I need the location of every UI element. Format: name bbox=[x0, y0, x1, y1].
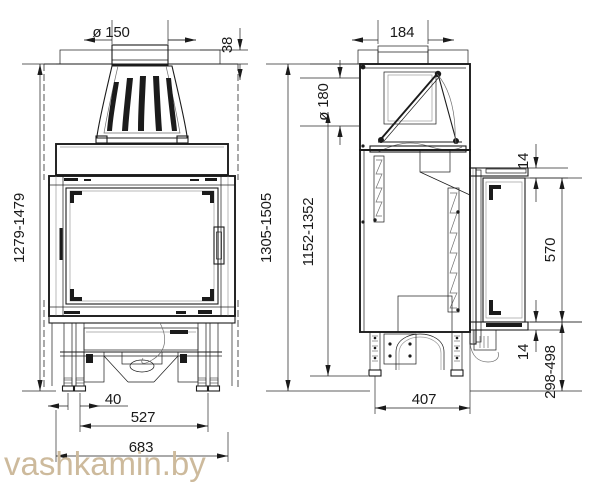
dim-front-height-label: 1279-1479 bbox=[11, 193, 28, 263]
right-baffle-panel bbox=[447, 187, 460, 313]
outer-envelope-dashed bbox=[43, 64, 239, 388]
dim-glass-bottom-gap: 14 bbox=[500, 300, 560, 360]
dim-overall-width: 683 bbox=[55, 410, 229, 462]
dim-side-top-width-label: 184 bbox=[390, 24, 414, 41]
convection-box bbox=[55, 143, 229, 176]
watermark-text: vashkamin.by bbox=[4, 445, 206, 482]
dim-air-inlet-diameter-label: ø 180 bbox=[315, 83, 332, 120]
dim-side-body-height: 1152-1352 bbox=[300, 63, 368, 377]
dim-top-offset-label: 38 bbox=[219, 37, 236, 53]
dim-base-height-label: 298-498 bbox=[542, 345, 559, 399]
side-legs bbox=[368, 331, 464, 377]
base-frame bbox=[48, 315, 236, 387]
dim-glass-height: 570 bbox=[530, 177, 582, 323]
side-section-view bbox=[357, 45, 529, 377]
casing-top-plate bbox=[44, 49, 238, 65]
adjustable-feet bbox=[61, 377, 221, 392]
dim-flue-diameter: ø 150 bbox=[84, 20, 196, 44]
dim-top-offset: 38 bbox=[200, 28, 248, 80]
dim-front-height: 1279-1479 bbox=[11, 63, 56, 392]
firebox-body bbox=[359, 149, 471, 370]
flue-collar bbox=[111, 44, 169, 66]
dim-overall-width-label: 683 bbox=[129, 439, 153, 456]
dim-glass-top-gap-label: 14 bbox=[515, 153, 532, 169]
dim-side-top-width: 184 bbox=[352, 20, 454, 44]
upper-body bbox=[359, 63, 471, 151]
dim-air-inlet-diameter: ø 180 bbox=[300, 60, 360, 145]
door-frame bbox=[48, 175, 236, 317]
dim-leg-inset: 40 bbox=[48, 391, 128, 410]
dim-flue-diameter-label: ø 150 bbox=[92, 24, 129, 41]
dim-side-depth: 407 bbox=[374, 332, 471, 414]
dim-leg-inset-label: 40 bbox=[105, 391, 121, 408]
side-door-assembly bbox=[469, 167, 529, 363]
front-elevation-view bbox=[43, 44, 239, 392]
door-lift-mechanism bbox=[369, 70, 467, 153]
dim-glass-bottom-gap-label: 14 bbox=[515, 344, 532, 360]
heat-dome bbox=[95, 65, 189, 144]
dim-base-height: 298-498 bbox=[470, 321, 582, 399]
dim-glass-height-label: 570 bbox=[542, 238, 559, 262]
left-baffle-panel bbox=[373, 155, 385, 223]
side-flue-collar bbox=[357, 45, 469, 65]
dim-side-overall-height-label: 1305-1505 bbox=[258, 193, 275, 263]
dim-body-width: 527 bbox=[79, 393, 209, 432]
dim-side-body-height-label: 1152-1352 bbox=[300, 198, 317, 267]
dim-body-width-label: 527 bbox=[131, 409, 155, 426]
dim-side-depth-label: 407 bbox=[412, 391, 436, 408]
